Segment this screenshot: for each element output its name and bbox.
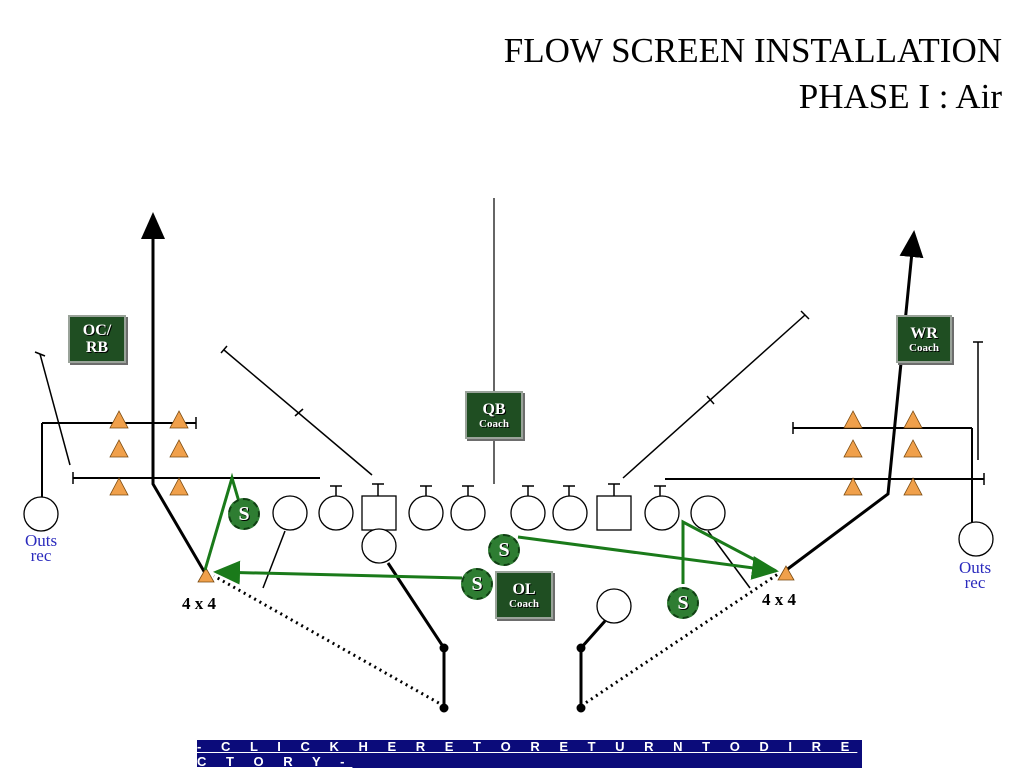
player [552,495,588,531]
outs-rec-line2: rec [964,573,986,592]
player-center-left [361,495,397,531]
drill-diagram [23,198,994,713]
cones [109,410,923,583]
player-qb [596,588,632,624]
title-line-1: FLOW SCREEN INSTALLATION [503,31,1002,70]
cone [169,410,189,429]
cone [109,439,129,458]
coach-box-wr: WR Coach [896,315,952,363]
player [272,495,308,531]
outs-rec-line2: rec [30,546,52,565]
left-drill-lines [34,345,373,497]
coach-sublabel: RB [85,339,109,356]
qb-paths [262,530,751,713]
players [23,495,994,624]
cone [169,477,189,496]
cone [777,565,795,581]
coach-sublabel: Coach [509,597,539,610]
player-center-right [596,495,632,531]
coach-box-ol: OL Coach [495,571,553,619]
drill-label-left: 4 x 4 [182,594,216,613]
return-to-directory-link[interactable]: - C L I C K H E R E T O R E T U R N T O … [197,739,858,769]
player [408,495,444,531]
coach-label: OC/ [82,322,112,339]
cone [903,439,923,458]
player [644,495,680,531]
player [510,495,546,531]
cone [903,477,923,496]
directory-nav-bar: - C L I C K H E R E T O R E T U R N T O … [197,739,862,769]
safety-routes [203,472,779,585]
safety-marker: S [667,587,699,619]
player [690,495,726,531]
player-outs-rec-left [23,496,59,532]
coach-box-qb: QB Coach [465,391,523,439]
line-markers [330,483,666,496]
title-line-2: PHASE I : Air [798,77,1002,116]
safety-marker: S [461,568,493,600]
right-drill-lines [622,310,985,522]
cone [169,439,189,458]
coach-sublabel: Coach [479,417,509,430]
cone [903,410,923,429]
cone [109,477,129,496]
cone [843,410,863,429]
coach-label: WR [910,324,938,342]
outs-rec-label-left: Outs rec [11,531,71,565]
player [450,495,486,531]
cone [843,439,863,458]
player-qb [361,528,397,564]
drill-label-right: 4 x 4 [762,590,796,609]
outs-rec-line1: Outs [24,531,58,550]
throw-lines [213,572,779,708]
coach-label: OL [512,580,536,598]
outs-rec-label-right: Outs rec [945,558,1005,592]
outs-rec-line1: Outs [958,558,992,577]
safety-marker: S [488,534,520,566]
safety-marker: S [228,498,260,530]
coach-label: QB [482,400,506,418]
cone [197,567,215,583]
cone [109,410,129,429]
coach-box-oc-rb: OC/ RB [68,315,126,363]
coach-sublabel: Coach [909,341,939,354]
page-title: FLOW SCREEN INSTALLATION PHASE I : Air [504,28,1002,120]
player [318,495,354,531]
player-outs-rec-right [958,521,994,557]
cone [843,477,863,496]
